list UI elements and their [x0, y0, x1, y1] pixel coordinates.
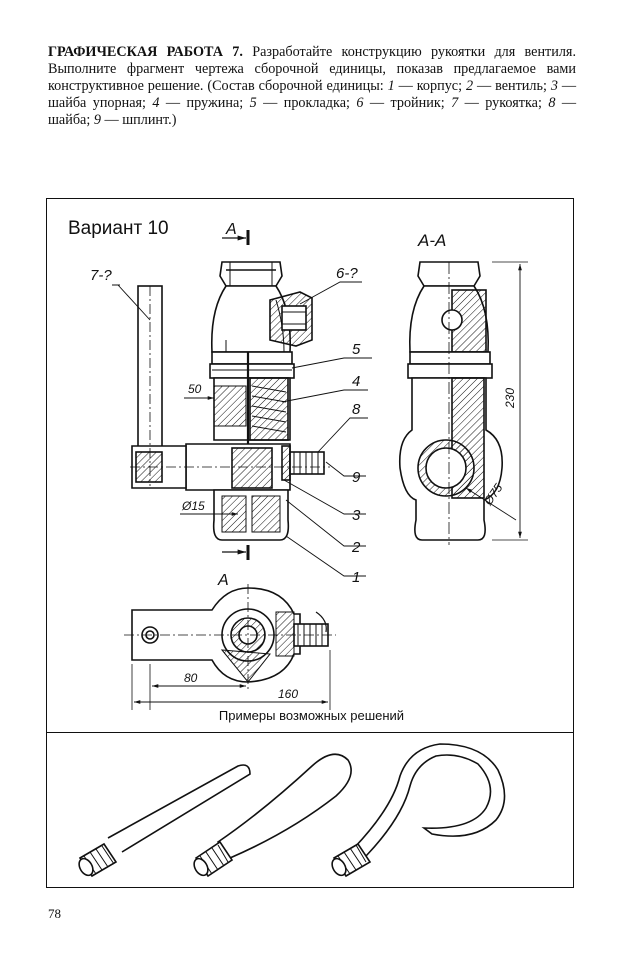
callout-4: 4 [352, 373, 360, 390]
callout-9: 9 [352, 469, 361, 486]
dim-50: 50 [188, 382, 202, 396]
part-number: 9 [93, 112, 101, 128]
part-number: 1 [387, 78, 395, 94]
part-name: шайба упорная [48, 95, 143, 111]
part-name: пружина [186, 95, 240, 111]
part-number: 7 [451, 95, 459, 111]
front-view [112, 230, 372, 577]
callout-5: 5 [352, 341, 361, 358]
dim-160: 160 [278, 687, 298, 701]
callout-3: 3 [352, 507, 361, 524]
part-number: 3 [550, 78, 558, 94]
example-loop-handle [331, 743, 506, 878]
section-mark-top: A [225, 221, 237, 238]
part-name: вентиль [495, 78, 543, 94]
part-number: 8 [548, 95, 556, 111]
variant-label: Вариант 10 [68, 218, 169, 239]
part-name: рукоятка [485, 95, 538, 111]
part-name: шайба [48, 112, 87, 128]
drawing-labels: A A A-A 7-? 6-? 5 4 8 9 3 2 1 50 Ø15 230… [90, 221, 517, 701]
section-mark-bottom: A [217, 572, 229, 589]
examples-caption: Примеры возможных решений [218, 708, 405, 723]
part-number: 5 [249, 95, 257, 111]
task-intro: Разработайте конструкцию рукоятки для ве… [48, 44, 576, 94]
dim-80: 80 [184, 671, 198, 685]
part-name: тройник [390, 95, 441, 111]
part-name: корпус [416, 78, 459, 94]
task-heading: ГРАФИЧЕСКАЯ РАБОТА 7. [48, 44, 243, 60]
part-name: прокладка [283, 95, 346, 111]
dim-230: 230 [503, 388, 517, 409]
part-name: шплинт [122, 112, 169, 128]
callout-6: 6-? [336, 265, 358, 282]
part-number: 2 [465, 78, 474, 94]
drawing-frame [46, 198, 574, 888]
part-number: 6 [356, 95, 364, 111]
frame-divider [46, 732, 574, 733]
section-title: A-A [417, 231, 446, 250]
callout-8: 8 [352, 401, 361, 418]
example-tapered-handle [193, 753, 352, 878]
part-number: 4 [152, 95, 160, 111]
callout-7: 7-? [90, 267, 112, 284]
callout-1: 1 [352, 569, 360, 586]
top-view [124, 584, 336, 710]
callout-2: 2 [351, 539, 361, 556]
example-straight-handle [78, 764, 251, 878]
page-number: 78 [48, 906, 61, 921]
dim-15: Ø15 [181, 499, 205, 513]
section-a-a-view [398, 261, 528, 545]
task-statement: ГРАФИЧЕСКАЯ РАБОТА 7. Разработайте конст… [48, 44, 577, 128]
